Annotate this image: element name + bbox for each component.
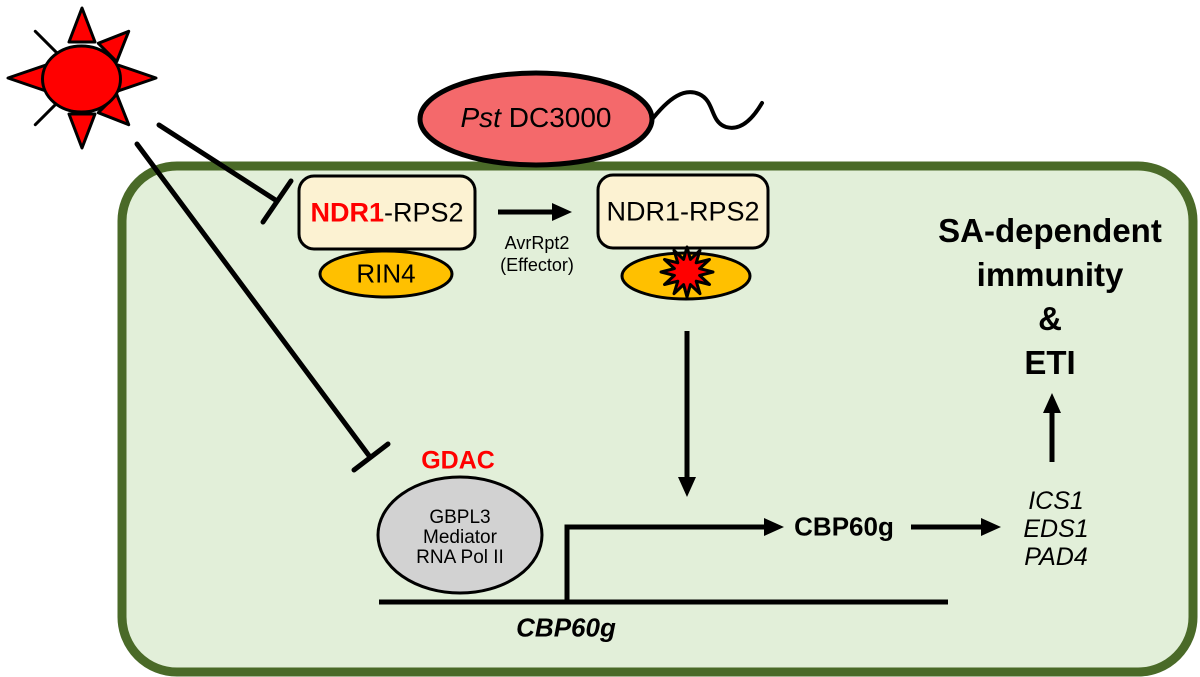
effector-label: AvrRpt2 (Effector) (500, 232, 574, 276)
pathogen-species: Pst (460, 102, 501, 133)
cbp60g-gene-label: CBP60g (516, 612, 616, 643)
outcome-line: immunity (976, 256, 1124, 293)
downstream-gene: ICS1 (1028, 487, 1084, 515)
gdac-ellipse (376, 475, 544, 595)
sun-ray (67, 112, 97, 150)
downstream-gene: EDS1 (1023, 515, 1089, 543)
activation-starburst-icon (659, 245, 715, 299)
arrow-shaft (564, 524, 766, 602)
downstream-gene: PAD4 (1024, 543, 1088, 571)
outcome-label: SA-dependent immunity & ETI (938, 209, 1162, 385)
sun-ray (96, 29, 131, 64)
effector-name: AvrRpt2 (504, 233, 570, 253)
arrow-head (981, 518, 1001, 536)
effector-type: (Effector) (500, 255, 574, 275)
arrow-head (678, 477, 696, 497)
gdac-member: RNA Pol II (416, 547, 504, 568)
gdac-members-label: GBPL3 Mediator RNA Pol II (416, 508, 504, 568)
sun-core (41, 44, 122, 114)
outcome-line: & (1038, 300, 1062, 337)
flagellum-icon (648, 90, 764, 130)
effector-transfer-arrow (498, 203, 572, 221)
outcome-line: ETI (1024, 344, 1076, 381)
arrow-head (552, 203, 572, 221)
rps2-text: -RPS2 (383, 197, 464, 228)
sun-icon (6, 6, 158, 150)
downstream-genes-label: ICS1 EDS1 PAD4 (1023, 487, 1088, 571)
inhibition-line (134, 141, 373, 460)
rin4-label: RIN4 (356, 258, 416, 289)
pathogen-strain: DC3000 (508, 102, 612, 133)
light-inhibition-arrow-ndr1 (156, 122, 294, 225)
receptor-box-inactive (297, 174, 477, 251)
induction-arrow (911, 518, 1001, 536)
ndr1-text: NDR1 (310, 197, 384, 228)
bacterium-icon (417, 70, 764, 168)
receptor-box-active (596, 173, 770, 250)
gdac-title: GDAC (421, 446, 495, 475)
signal-down-arrow (678, 331, 696, 497)
inhibition-line (156, 122, 280, 204)
immunity-up-arrow (1043, 393, 1061, 462)
receptor-inactive-label: NDR1-RPS2 (310, 198, 463, 229)
light-inhibition-arrow-gdac (134, 141, 391, 473)
arrow-head (1043, 393, 1061, 413)
sun-ray (67, 6, 97, 44)
rin4-ellipse (318, 249, 454, 299)
receptor-active-label: NDR1-RPS2 (606, 196, 760, 227)
pathogen-label: Pst DC3000 (461, 102, 612, 134)
sun-ray (6, 63, 48, 93)
outcome-line: SA-dependent (938, 212, 1162, 249)
gdac-member: Mediator (423, 527, 497, 548)
gdac-member: GBPL3 (429, 507, 491, 528)
bacterium-body (417, 70, 655, 168)
cbp60g-protein-label: CBP60g (794, 511, 894, 542)
sun-ray (116, 63, 158, 93)
inhibition-tbar (351, 441, 391, 473)
inhibition-tbar (260, 178, 294, 225)
transcription-arrow (564, 518, 784, 602)
arrow-head (764, 518, 784, 536)
